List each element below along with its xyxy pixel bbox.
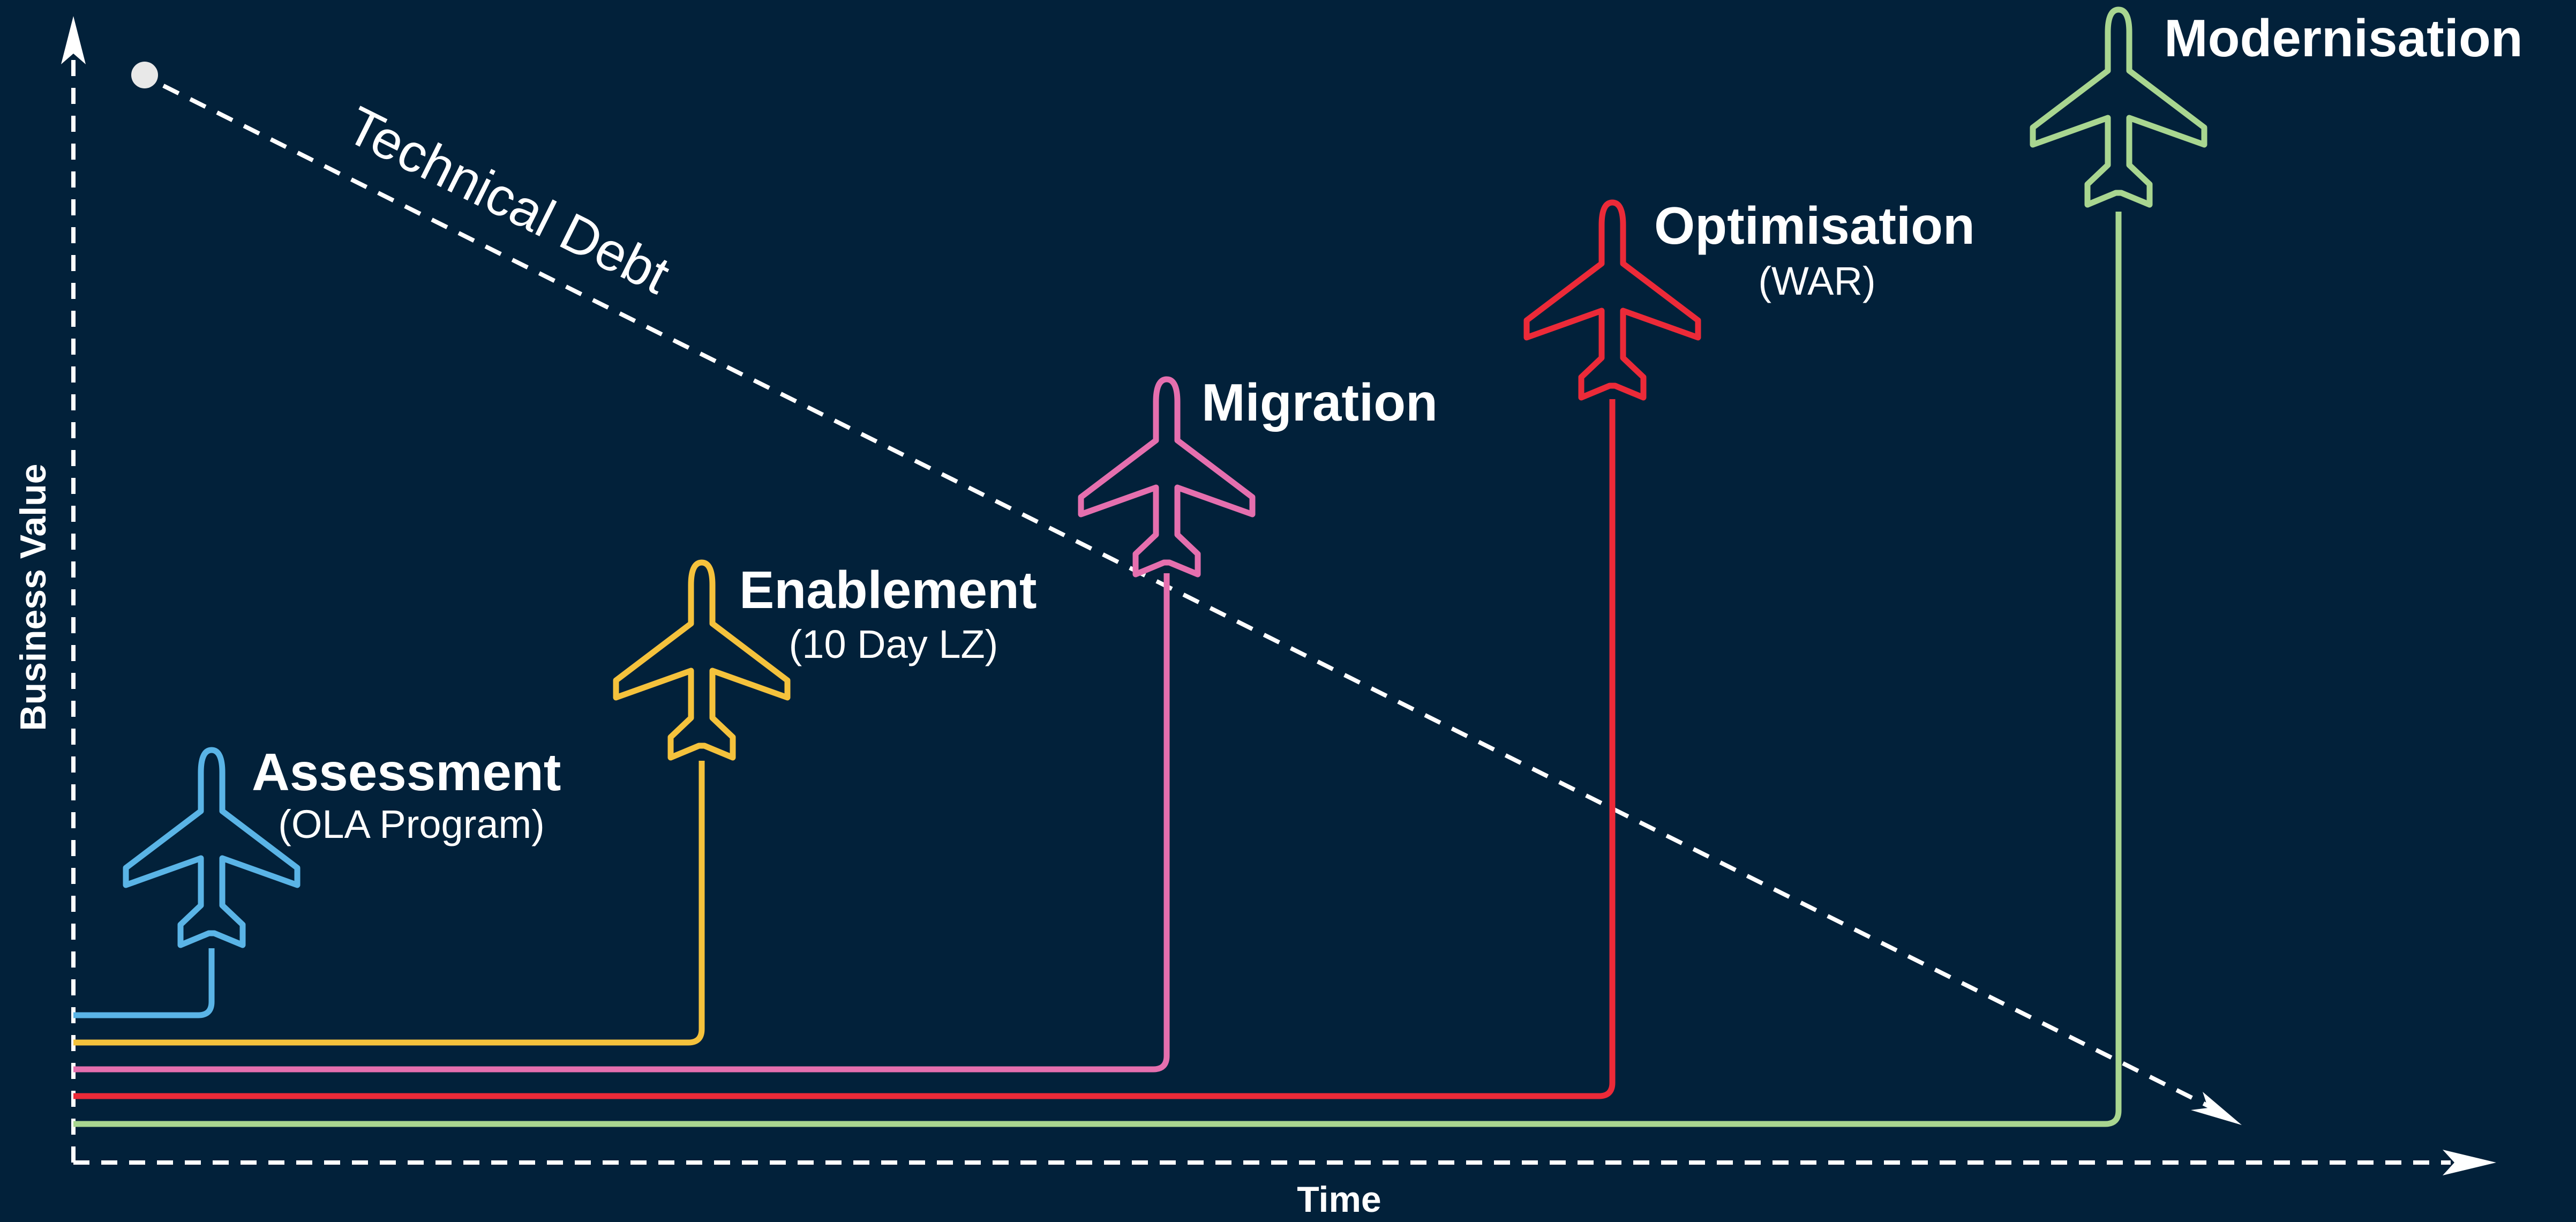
debt-start-dot-icon (131, 62, 158, 88)
y-axis-arrowhead-icon (61, 16, 86, 64)
assessment-title: Assessment (252, 743, 561, 801)
x-axis-arrowhead-icon (2443, 1150, 2496, 1175)
migration-path (73, 573, 1170, 1073)
enablement-title: Enablement (739, 560, 1037, 619)
technical-debt-line (162, 84, 2213, 1110)
x-axis-label: Time (1297, 1179, 1381, 1219)
optimisation-title: Optimisation (1654, 196, 1975, 255)
technical-debt-arrowhead-icon (2191, 1092, 2242, 1125)
enablement-subtitle: (10 Day LZ) (789, 622, 998, 666)
assessment-subtitle: (OLA Program) (278, 802, 545, 846)
modernisation-path (73, 212, 2122, 1127)
enablement-path (73, 761, 705, 1046)
assessment-path (73, 948, 215, 1018)
migration-title: Migration (1201, 373, 1438, 432)
optimisation-subtitle: (WAR) (1758, 259, 1875, 303)
axes (71, 56, 2451, 1165)
modernisation-title: Modernisation (2164, 9, 2523, 68)
optimisation-path (73, 399, 1616, 1099)
y-axis-label: Business Value (13, 464, 54, 731)
